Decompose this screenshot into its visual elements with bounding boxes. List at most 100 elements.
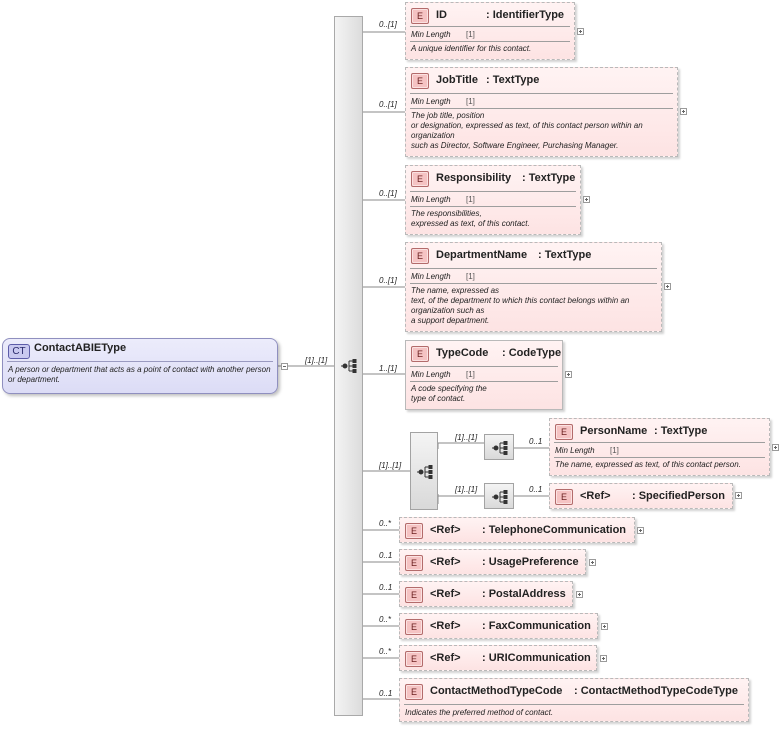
- element-badge: E: [405, 523, 423, 539]
- divider: [410, 41, 570, 42]
- element-name: : SpecifiedPerson: [632, 490, 725, 502]
- element-name: PersonName: [580, 425, 648, 437]
- divider: [410, 206, 576, 207]
- sequence-compositor[interactable]: [484, 483, 514, 509]
- complex-type-box[interactable]: CT ContactABIEType A person or departmen…: [2, 338, 278, 394]
- element-badge: E: [555, 424, 573, 440]
- element-type: : IdentifierType: [486, 9, 565, 21]
- element-name: : TelephoneCommunication: [482, 524, 627, 536]
- element-name: ID: [436, 9, 447, 21]
- complex-type-badge: CT: [8, 344, 30, 359]
- sequence-icon: [492, 490, 508, 504]
- element-badge: E: [411, 248, 429, 264]
- element-badge: E: [405, 587, 423, 603]
- element-type: : CodeType: [502, 347, 562, 359]
- element-description: The job title, position or designation, …: [411, 111, 643, 150]
- expand-toggle[interactable]: [637, 527, 644, 534]
- ref-label: <Ref>: [580, 490, 611, 502]
- divider: [410, 366, 558, 367]
- element-description: A code specifying the type of contact.: [411, 384, 487, 403]
- element-badge: E: [405, 619, 423, 635]
- ref-label: <Ref>: [430, 524, 461, 536]
- property-value: [1]: [466, 97, 475, 106]
- sequence-icon: [341, 359, 357, 373]
- expand-toggle[interactable]: [577, 28, 584, 35]
- element-contactmethodtypecode[interactable]: E ContactMethodTypeCode : ContactMethodT…: [399, 678, 749, 722]
- element-personname[interactable]: E PersonName : TextType Min Length [1] T…: [549, 418, 770, 476]
- cardinality-label: 0..1: [529, 485, 543, 494]
- property-value: [1]: [610, 446, 619, 455]
- element-usagepreference[interactable]: E <Ref> : UsagePreference: [399, 549, 586, 575]
- expand-toggle[interactable]: [735, 492, 742, 499]
- element-badge: E: [405, 651, 423, 667]
- ref-label: <Ref>: [430, 652, 461, 664]
- element-badge: E: [411, 73, 429, 89]
- ref-label: <Ref>: [430, 588, 461, 600]
- expand-toggle[interactable]: [565, 371, 572, 378]
- divider: [410, 283, 657, 284]
- element-badge: E: [405, 555, 423, 571]
- element-name: Responsibility: [436, 172, 512, 184]
- property-label: Min Length: [411, 370, 451, 379]
- element-type: : TextType: [486, 74, 540, 86]
- element-postaladdress[interactable]: E <Ref> : PostalAddress: [399, 581, 573, 607]
- element-name: TypeCode: [436, 347, 489, 359]
- expand-toggle[interactable]: [583, 196, 590, 203]
- element-id[interactable]: E ID : IdentifierType Min Length [1] A u…: [405, 2, 575, 60]
- divider: [410, 108, 673, 109]
- divider: [410, 191, 576, 192]
- element-departmentname[interactable]: E DepartmentName : TextType Min Length […: [405, 242, 662, 332]
- property-label: Min Length: [411, 195, 451, 204]
- cardinality-label: 0..[1]: [379, 189, 397, 198]
- element-description: Indicates the preferred method of contac…: [405, 708, 554, 717]
- element-jobtitle[interactable]: E JobTitle : TextType Min Length [1] The…: [405, 67, 678, 157]
- divider: [554, 457, 765, 458]
- element-telephonecommunication[interactable]: E <Ref> : TelephoneCommunication: [399, 517, 635, 543]
- collapse-toggle[interactable]: [281, 363, 288, 370]
- element-responsibility[interactable]: E Responsibility : TextType Min Length […: [405, 165, 581, 235]
- divider: [554, 442, 765, 443]
- element-name: DepartmentName: [436, 249, 528, 261]
- divider: [410, 26, 570, 27]
- expand-toggle[interactable]: [664, 283, 671, 290]
- element-uricommunication[interactable]: E <Ref> : URICommunication: [399, 645, 597, 671]
- property-label: Min Length: [411, 272, 451, 281]
- complex-type-name: ContactABIEType: [34, 342, 127, 354]
- cardinality-label: 0..1: [379, 551, 393, 560]
- branch-cardinality: [1]..[1]: [455, 433, 478, 442]
- cardinality-label: 0..1: [379, 689, 393, 698]
- element-description: A unique identifier for this contact.: [411, 44, 532, 53]
- property-value: [1]: [466, 370, 475, 379]
- element-description: The name, expressed as text, of this con…: [555, 460, 741, 469]
- expand-toggle[interactable]: [589, 559, 596, 566]
- element-name: : FaxCommunication: [482, 620, 591, 632]
- sequence-compositor[interactable]: [484, 434, 514, 460]
- element-type: : TextType: [522, 172, 576, 184]
- element-typecode[interactable]: E TypeCode : CodeType Min Length [1] A c…: [405, 340, 563, 410]
- divider: [7, 361, 273, 362]
- element-faxcommunication[interactable]: E <Ref> : FaxCommunication: [399, 613, 598, 639]
- divider: [410, 381, 558, 382]
- cardinality-label: 0..*: [379, 519, 392, 528]
- expand-toggle[interactable]: [680, 108, 687, 115]
- cardinality-label: 0..*: [379, 647, 392, 656]
- element-description: The responsibilities, expressed as text,…: [411, 209, 530, 228]
- expand-toggle[interactable]: [772, 444, 779, 451]
- element-badge: E: [411, 171, 429, 187]
- expand-toggle[interactable]: [601, 623, 608, 630]
- expand-toggle[interactable]: [576, 591, 583, 598]
- cardinality-label: 0..[1]: [379, 20, 397, 29]
- element-type: : TextType: [538, 249, 592, 261]
- element-badge: E: [555, 489, 573, 505]
- choice-compositor[interactable]: [410, 432, 438, 510]
- complex-type-description: A person or department that acts as a po…: [8, 365, 271, 384]
- cardinality-label: 0..1: [379, 583, 393, 592]
- element-badge: E: [405, 684, 423, 700]
- property-label: Min Length: [555, 446, 595, 455]
- sequence-icon: [492, 441, 508, 455]
- element-specifiedperson[interactable]: E <Ref> : SpecifiedPerson: [549, 483, 733, 509]
- element-name: : PostalAddress: [482, 588, 566, 600]
- element-name: ContactMethodTypeCode: [430, 685, 563, 697]
- expand-toggle[interactable]: [600, 655, 607, 662]
